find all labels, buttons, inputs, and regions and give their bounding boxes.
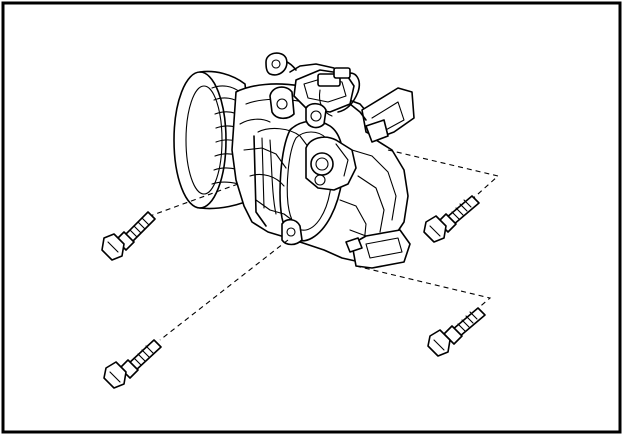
compressor [173, 52, 415, 269]
bolt-lower-right [427, 307, 486, 357]
bolt-lower-left [103, 339, 162, 389]
bolt-upper-right [423, 195, 480, 243]
bolt-upper-left [101, 211, 156, 261]
compressor-body [231, 52, 415, 269]
